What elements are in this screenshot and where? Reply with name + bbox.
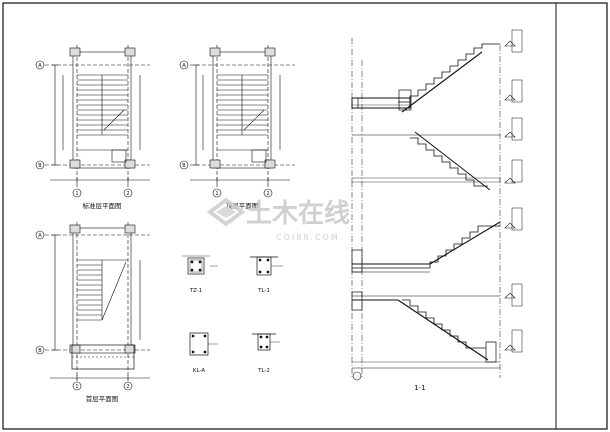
plan-top-axis-a: A <box>182 63 186 69</box>
stair-section-elevation-marks <box>504 40 516 351</box>
watermark-en: COI88.COM <box>276 233 340 242</box>
section-tz1-label: TZ-1 <box>189 288 203 294</box>
stair-bottom-flight <box>352 295 500 363</box>
plan-top-title: 顶层平面图 <box>226 202 259 210</box>
plan-ground-axis-b: B <box>38 348 42 354</box>
plan-ground-title: 首层平面图 <box>86 394 119 403</box>
section-tl1 <box>250 256 283 276</box>
stair-section-gridlines <box>351 38 501 378</box>
plan-standard-axis-1: 1 <box>75 191 78 197</box>
stair-section-title: 1-1 <box>414 384 425 392</box>
stair-section-columns <box>351 89 412 311</box>
section-tl2-label: TL-2 <box>257 368 270 374</box>
plan-top-axis-2: 2 <box>266 191 269 197</box>
stair-third-flight <box>352 221 501 273</box>
plan-standard-floor <box>45 45 150 190</box>
section-tz1 <box>182 255 218 275</box>
stair-section-bubbles <box>352 371 362 381</box>
plan-top-axis-b: B <box>182 163 186 169</box>
plan-ground-axis-2: 2 <box>126 384 129 390</box>
stair-upper-flight <box>351 43 500 113</box>
plan-standard-axis-b: B <box>38 163 42 169</box>
plan-top-axis-bubbles <box>179 60 273 198</box>
plan-ground-axis-bubbles <box>35 230 133 391</box>
plan-standard-axis-bubbles <box>35 60 133 198</box>
section-tl1-label: TL-1 <box>257 288 270 294</box>
plan-standard-title: 标准层平面图 <box>83 201 122 210</box>
watermark-logo <box>206 197 246 227</box>
plan-standard-axis-a: A <box>38 63 42 69</box>
plan-top-axis-1: 1 <box>215 191 218 197</box>
plan-ground-floor <box>45 222 150 381</box>
stair-section-level-boxes <box>511 29 523 353</box>
plan-standard-axis-2: 2 <box>126 191 129 197</box>
section-kl-a-label: KL-A <box>193 368 205 374</box>
plan-ground-axis-a: A <box>38 233 42 239</box>
section-tl2 <box>252 333 280 351</box>
watermark-cn: 土木在线 <box>246 199 350 229</box>
section-kl-a <box>189 332 218 356</box>
plan-top-floor <box>190 45 295 190</box>
plan-ground-axis-1: 1 <box>75 384 78 390</box>
stair-second-flight <box>351 131 501 191</box>
